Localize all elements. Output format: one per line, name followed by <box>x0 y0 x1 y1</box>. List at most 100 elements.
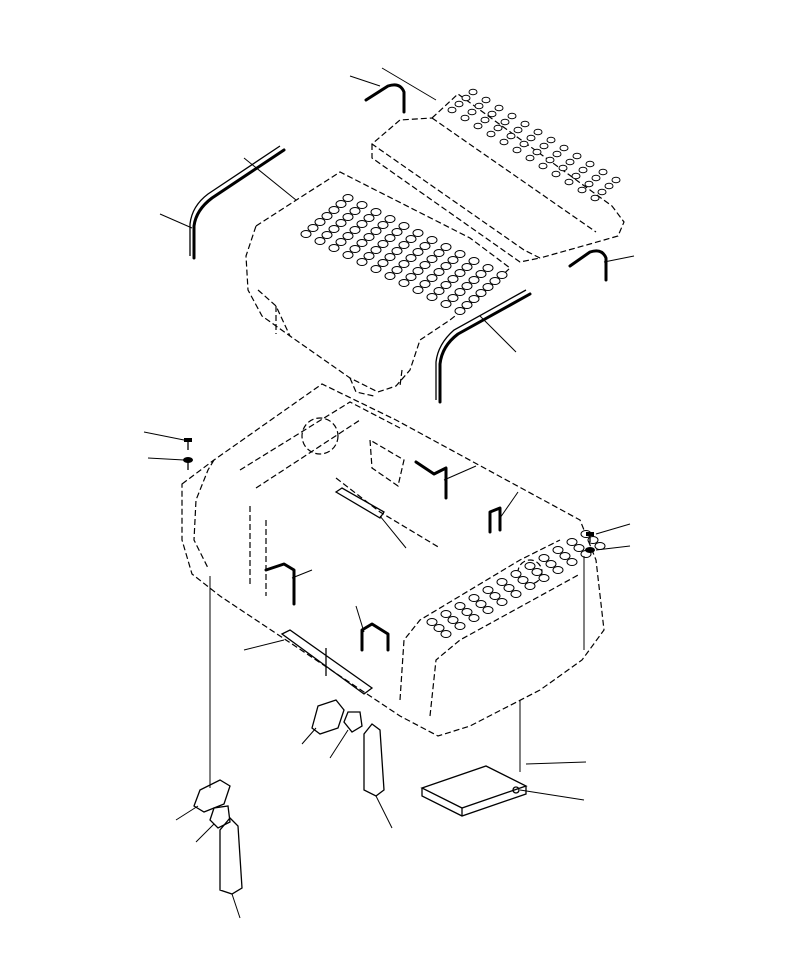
grill-hole <box>342 194 354 202</box>
grill-hole <box>489 592 501 600</box>
grill-hole <box>391 247 403 255</box>
grill-hole <box>370 265 382 273</box>
grill-hole <box>525 154 535 162</box>
grill-hole <box>482 606 494 614</box>
grill-hole <box>356 220 368 228</box>
grill-hole <box>412 286 424 294</box>
grill-hole <box>370 227 382 235</box>
grill-hole <box>500 118 510 126</box>
grill-hole <box>454 307 466 315</box>
grill-hole <box>520 120 530 128</box>
grill-hole <box>384 215 396 223</box>
plate-mount-bolt <box>512 786 520 794</box>
grill-hole <box>454 100 464 108</box>
grill-hole <box>467 108 477 116</box>
grill-hole <box>454 288 466 296</box>
seal-strip <box>334 487 385 519</box>
grill-hole <box>356 201 368 209</box>
grill-hole <box>552 546 564 554</box>
upper-cover-main <box>245 171 511 397</box>
grill-hole <box>342 232 354 240</box>
grill-hole <box>566 558 578 566</box>
grill-hole <box>419 280 431 288</box>
grill-hole <box>363 252 375 260</box>
grill-hole <box>405 254 417 262</box>
grill-hole <box>598 168 608 176</box>
grill-hole <box>507 112 517 120</box>
grill-hole <box>328 225 340 233</box>
grill-hole <box>559 552 571 560</box>
grill-hole <box>440 243 452 251</box>
grill-hole <box>538 554 550 562</box>
grill-hole <box>494 104 504 112</box>
grill-hole <box>545 156 555 164</box>
grill-hole <box>342 213 354 221</box>
plate <box>420 765 528 817</box>
grill-hole <box>611 176 621 184</box>
grill-hole <box>433 624 445 632</box>
grill-hole <box>578 166 588 174</box>
grill-hole <box>412 229 424 237</box>
upper-cover-grill-rear <box>371 88 625 263</box>
grill-hole <box>552 150 562 158</box>
grill-hole <box>524 562 536 570</box>
grill-hole <box>489 277 501 285</box>
grill-hole <box>496 578 508 586</box>
grill-hole <box>475 270 487 278</box>
grill-hole <box>473 122 483 130</box>
grill-hole <box>426 255 438 263</box>
grill-hole <box>468 257 480 265</box>
grill-hole <box>405 235 417 243</box>
grill-hole <box>468 594 480 602</box>
grill-hole <box>370 246 382 254</box>
grill-hole <box>566 538 578 546</box>
grill-hole <box>363 214 375 222</box>
grill-hole <box>546 136 556 144</box>
grill-hole <box>412 248 424 256</box>
grill-hole <box>349 245 361 253</box>
grill-hole <box>468 295 480 303</box>
grill-hole <box>584 180 594 188</box>
grill-hole <box>419 242 431 250</box>
grill-hole <box>499 138 509 146</box>
grill-hole <box>419 261 431 269</box>
grill-hole <box>433 268 445 276</box>
grill-hole <box>565 158 575 166</box>
grill-hole <box>447 256 459 264</box>
grill-hole <box>468 276 480 284</box>
grill-hole <box>454 602 466 610</box>
grill-hole <box>475 289 487 297</box>
grill-hole <box>405 273 417 281</box>
grill-hole <box>551 170 561 178</box>
grill-hole <box>482 283 494 291</box>
grill-hole <box>314 237 326 245</box>
grill-hole <box>433 287 445 295</box>
handle <box>264 460 502 652</box>
grill-hole <box>447 275 459 283</box>
grill-hole <box>461 608 473 616</box>
grill-hole <box>512 146 522 154</box>
grill-hole <box>461 94 471 102</box>
grill-hole <box>519 140 529 148</box>
grill-hole <box>486 130 496 138</box>
grill-hole <box>577 186 587 194</box>
grill-hole <box>335 200 347 208</box>
grill-hole <box>496 598 508 606</box>
grill-hole <box>447 616 459 624</box>
grill-hole <box>384 234 396 242</box>
grill-hole <box>524 582 536 590</box>
grill-hole <box>564 178 574 186</box>
grill-hole <box>517 576 529 584</box>
grill-hole <box>398 222 410 230</box>
grill-hole <box>531 568 543 576</box>
grill-hole <box>447 294 459 302</box>
grill-hole <box>426 236 438 244</box>
grill-hole <box>454 622 466 630</box>
grill-hole <box>573 544 585 552</box>
grill-hole <box>510 570 522 578</box>
side-pad <box>219 723 385 895</box>
grill-hole <box>572 152 582 160</box>
grill-hole <box>585 160 595 168</box>
grill-hole <box>426 293 438 301</box>
